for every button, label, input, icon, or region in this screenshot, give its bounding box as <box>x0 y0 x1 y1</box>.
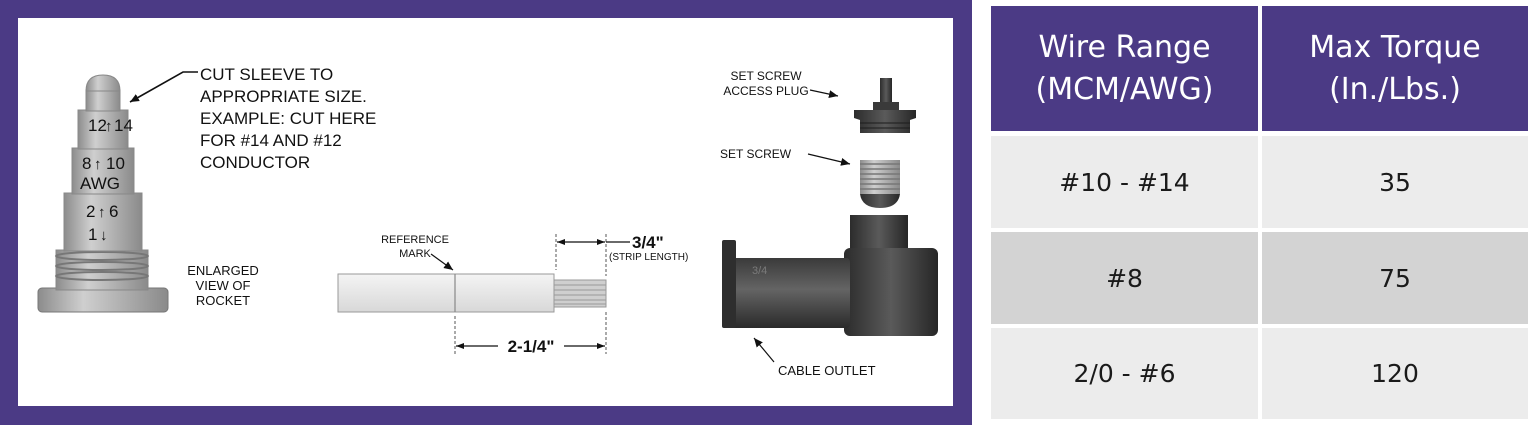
table-cell-wire-range: 2/0 - #6 <box>991 328 1258 419</box>
connector-body: 3/4 <box>722 215 938 336</box>
sleeve-marking: 8 <box>82 154 91 173</box>
header-max-torque-line2: (In./Lbs.) <box>1329 71 1461 107</box>
cable-outlet-leader <box>753 337 775 363</box>
arrow-up-glyph: ↑ <box>105 118 113 135</box>
arrow-up-glyph: ↑ <box>98 204 106 221</box>
rocket-caption: ENLARGED VIEW OF ROCKET <box>187 263 259 308</box>
access-plug-label: SET SCREW ACCESS PLUG <box>723 69 808 98</box>
sleeve-marking: 1 <box>88 225 97 244</box>
sleeve-marking: 6 <box>109 202 118 221</box>
strip-length-dimension: 3/4" (STRIP LENGTH) <box>555 233 688 276</box>
svg-text:MARK: MARK <box>399 248 431 260</box>
access-plug-leader <box>809 89 839 99</box>
table-cell-torque: 35 <box>1262 136 1528 228</box>
table-cell-torque: 75 <box>1262 232 1528 324</box>
sleeve-marking: AWG <box>80 174 120 193</box>
sleeve-marking: 14 <box>114 116 133 135</box>
cable-outlet-label: CABLE OUTLET <box>778 363 876 378</box>
overall-length-dimension: 2-1/4" <box>454 312 607 356</box>
svg-text:ROCKET: ROCKET <box>196 293 250 308</box>
svg-text:FOR #14 AND #12: FOR #14 AND #12 <box>200 131 342 150</box>
set-screw <box>860 160 900 208</box>
header-max-torque-line1: Max Torque <box>1309 29 1481 65</box>
svg-text:SET SCREW: SET SCREW <box>730 69 802 83</box>
strip-length-label: (STRIP LENGTH) <box>609 252 688 263</box>
reference-mark-leader <box>430 253 454 271</box>
header-max-torque: Max Torque (In./Lbs.) <box>1262 6 1528 131</box>
cut-sleeve-note: CUT SLEEVE TO APPROPRIATE SIZE. EXAMPLE:… <box>200 65 376 172</box>
reference-mark-label: REFERENCE MARK <box>381 234 449 260</box>
svg-text:ENLARGED: ENLARGED <box>187 263 259 278</box>
table-cell-wire-range: #8 <box>991 232 1258 324</box>
strip-length-value: 3/4" <box>632 233 664 252</box>
set-screw-label: SET SCREW <box>720 147 792 161</box>
diagram-panel: 12 ↑ 14 8 ↑ 10 AWG 2 ↑ 6 1 ↓ CUT SLEEVE … <box>18 18 953 406</box>
set-screw-leader <box>807 153 851 166</box>
arrow-down-glyph: ↓ <box>100 227 108 244</box>
header-wire-range-line1: Wire Range <box>1038 29 1211 65</box>
svg-text:CONDUCTOR: CONDUCTOR <box>200 153 310 172</box>
sleeve-marking: 12 <box>88 116 107 135</box>
sleeve-marking: 2 <box>86 202 95 221</box>
header-wire-range: Wire Range (MCM/AWG) <box>991 6 1258 131</box>
conductor <box>337 273 607 313</box>
svg-text:APPROPRIATE SIZE.: APPROPRIATE SIZE. <box>200 87 367 106</box>
svg-text:VIEW OF: VIEW OF <box>196 278 251 293</box>
svg-text:ACCESS PLUG: ACCESS PLUG <box>723 84 808 98</box>
torque-table: Wire Range (MCM/AWG) Max Torque (In./Lbs… <box>985 0 1534 425</box>
svg-text:CUT SLEEVE TO: CUT SLEEVE TO <box>200 65 333 84</box>
header-wire-range-line2: (MCM/AWG) <box>1035 71 1214 107</box>
svg-text:REFERENCE: REFERENCE <box>381 234 449 246</box>
cut-leader-line <box>129 71 198 103</box>
installation-diagram: 12 ↑ 14 8 ↑ 10 AWG 2 ↑ 6 1 ↓ CUT SLEEVE … <box>37 65 938 378</box>
svg-text:EXAMPLE: CUT HERE: EXAMPLE: CUT HERE <box>200 109 376 128</box>
overall-length-value: 2-1/4" <box>508 337 555 356</box>
table-cell-torque: 120 <box>1262 328 1528 419</box>
sleeve-marking: 10 <box>106 154 125 173</box>
table-cell-wire-range: #10 - #14 <box>991 136 1258 228</box>
outlet-marking: 3/4 <box>752 265 767 277</box>
arrow-up-glyph: ↑ <box>94 156 102 173</box>
rocket-sleeve: 12 ↑ 14 8 ↑ 10 AWG 2 ↑ 6 1 ↓ <box>37 74 169 313</box>
access-plug <box>854 78 916 133</box>
